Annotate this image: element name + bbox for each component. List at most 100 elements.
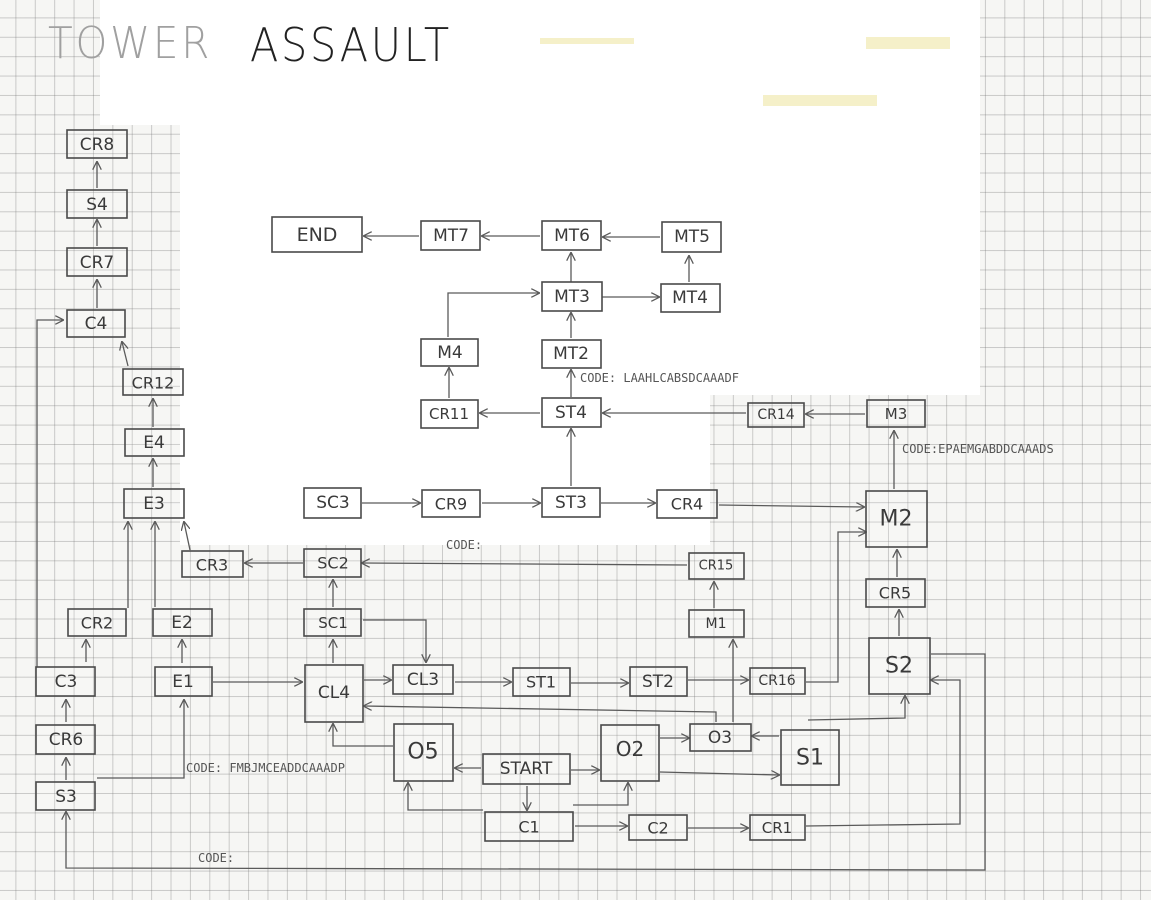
edge-cr12-c4 (122, 342, 129, 367)
room-node-cr1: CR1 (749, 814, 806, 841)
tape-strip (866, 37, 950, 49)
room-label: CR11 (429, 405, 469, 423)
room-label: C2 (647, 819, 668, 838)
room-node-m2: M2 (865, 490, 928, 548)
room-node-c4: C4 (66, 309, 126, 338)
room-node-e2: E2 (152, 608, 213, 637)
room-label: ST4 (555, 403, 587, 423)
room-label: CL3 (407, 670, 439, 690)
room-label: CR4 (671, 495, 703, 514)
room-label: CR9 (435, 495, 467, 514)
room-node-cr4: CR4 (656, 489, 718, 519)
tape-strip (540, 38, 634, 44)
room-node-e1: E1 (154, 666, 213, 697)
code-notes: CODE: LAAHLCABSDCAAADF CODE:EPAEMGABDDCA… (186, 371, 1054, 865)
room-label: MT5 (674, 227, 710, 247)
blank-paper-center (180, 125, 980, 395)
edge-c1-o2 (573, 783, 628, 806)
room-node-o5: O5 (393, 723, 454, 782)
room-label: CR1 (762, 819, 792, 837)
room-label: CR7 (80, 253, 115, 273)
room-node-st1: ST1 (512, 667, 571, 697)
room-node-s2: S2 (868, 637, 931, 695)
room-label: CR14 (757, 407, 794, 423)
code-note-sc2: CODE: (446, 538, 482, 552)
room-label: M4 (437, 343, 462, 363)
room-label: C4 (85, 314, 108, 334)
room-node-e4: E4 (124, 428, 185, 457)
room-label: C3 (55, 672, 78, 692)
room-label: END (297, 224, 338, 246)
room-label: CR5 (879, 584, 911, 603)
room-label: CR15 (699, 559, 734, 574)
room-node-mt4: MT4 (660, 283, 721, 313)
room-label: CR12 (132, 374, 175, 393)
edge-cr3-e3 (184, 522, 191, 551)
room-node-st3: ST3 (541, 487, 601, 518)
code-note-mt2: CODE: LAAHLCABSDCAAADF (580, 371, 739, 385)
room-label: S4 (86, 195, 108, 215)
room-label: SC2 (317, 554, 349, 573)
room-node-end: END (271, 216, 363, 253)
room-label: START (500, 759, 553, 779)
room-label: M2 (880, 507, 913, 532)
room-label: ST2 (642, 672, 674, 692)
room-node-cr12: CR12 (122, 368, 184, 396)
edge-o2-s1 (659, 772, 779, 775)
title-word-assault: ASSAULT (250, 18, 452, 72)
room-node-cr6: CR6 (35, 724, 96, 755)
room-node-cr16: CR16 (749, 667, 806, 695)
room-label: C1 (518, 818, 539, 837)
room-node-cl3: CL3 (392, 664, 454, 695)
room-node-sc2: SC2 (303, 548, 362, 578)
room-label: O2 (616, 737, 644, 761)
code-note-o5: CODE: FMBJMCEADDCAAADP (186, 761, 345, 775)
room-label: M1 (706, 616, 727, 632)
room-node-st4: ST4 (541, 397, 602, 428)
room-node-c1: C1 (484, 811, 574, 842)
room-node-cr14: CR14 (747, 402, 805, 428)
edge-o3-cl4 (364, 706, 717, 722)
room-node-m1: M1 (688, 609, 745, 638)
room-node-cr11: CR11 (420, 399, 479, 429)
room-node-mt2: MT2 (541, 339, 602, 369)
edge-m4-mt3 (447, 293, 539, 337)
code-note-s3: CODE: (198, 851, 234, 865)
room-node-cr9: CR9 (421, 489, 481, 518)
room-label: ST1 (526, 673, 556, 692)
room-node-o2: O2 (600, 724, 660, 782)
room-node-mt5: MT5 (661, 221, 722, 253)
room-node-cr15: CR15 (688, 552, 745, 580)
room-label: S3 (55, 787, 77, 807)
room-label: O3 (708, 728, 732, 748)
room-node-sc1: SC1 (303, 608, 362, 637)
edge-s3-e1 (97, 700, 184, 779)
room-node-cr5: CR5 (865, 578, 926, 608)
room-node-cr7: CR7 (66, 247, 128, 277)
room-label: CR2 (81, 614, 113, 633)
room-node-m3: M3 (866, 399, 926, 428)
room-node-mt7: MT7 (420, 220, 481, 251)
room-label: S2 (885, 654, 913, 679)
room-label: E2 (171, 613, 193, 633)
room-label: MT3 (554, 287, 590, 307)
room-node-o3: O3 (689, 723, 752, 752)
room-label: E4 (143, 433, 165, 453)
blank-paper-middle (180, 395, 710, 545)
room-label: MT6 (554, 226, 590, 246)
room-label: CL4 (318, 683, 350, 703)
room-node-s3: S3 (35, 781, 96, 811)
edge-o5-cl4 (333, 724, 393, 747)
edge-s2-s3-loop (66, 653, 986, 871)
room-node-st2: ST2 (629, 666, 688, 697)
room-node-cr3: CR3 (181, 550, 244, 578)
edge-cr15-sc2 (362, 563, 688, 565)
connections (36, 162, 986, 871)
room-node-cl4: CL4 (304, 664, 364, 723)
room-node-cr2: CR2 (67, 608, 127, 637)
room-label: E3 (143, 494, 165, 514)
tape-strip (763, 95, 877, 106)
room-node-c2: C2 (628, 814, 688, 841)
room-node-mt3: MT3 (541, 281, 603, 312)
room-label: M3 (885, 405, 908, 423)
